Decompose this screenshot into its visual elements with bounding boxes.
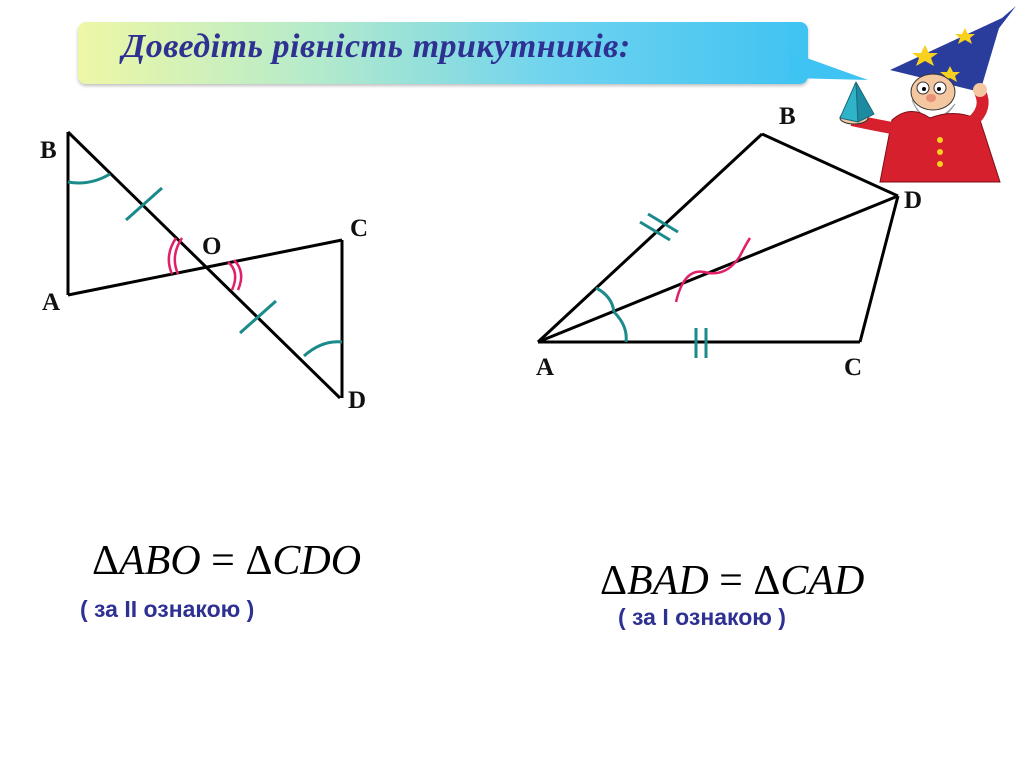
vertex-label-b-right: B — [779, 103, 796, 130]
vertex-label-a-right: A — [536, 354, 555, 381]
delta-symbol: Δ — [245, 538, 273, 584]
pyramid-icon — [839, 81, 875, 123]
wizard-mascot-icon — [839, 6, 1016, 183]
delta-symbol: Δ — [753, 558, 781, 604]
right-criterion-note: ( за І ознакою ) — [618, 604, 786, 630]
right-quadrilateral-diagram — [536, 132, 900, 358]
vertex-label-b-left: B — [40, 137, 57, 164]
left-triangles-diagram — [66, 130, 344, 400]
vertex-label-c-left: C — [350, 215, 369, 242]
delta-symbol: Δ — [600, 558, 628, 604]
vertex-label-d-left: D — [348, 387, 367, 414]
equals-sign: = — [211, 538, 235, 584]
formula-lhs: BAD — [627, 558, 709, 604]
left-equality-formula: ΔABO = ΔCDO — [92, 540, 361, 582]
formula-lhs: ABO — [119, 538, 201, 584]
page-title: Доведіть рівність трикутників: — [122, 28, 631, 65]
formula-rhs: CDO — [272, 538, 362, 584]
title-banner — [78, 22, 808, 84]
formula-rhs: CAD — [780, 558, 865, 604]
speech-bubble-tail — [790, 52, 868, 80]
vertex-label-o: O — [202, 233, 222, 260]
vertex-label-c-right: C — [844, 354, 863, 381]
vertex-label-d-right: D — [904, 187, 923, 214]
vertex-label-a-left: A — [42, 289, 61, 316]
delta-symbol: Δ — [92, 538, 120, 584]
equals-sign: = — [719, 558, 743, 604]
left-criterion-note: ( за ІІ ознакою ) — [80, 596, 255, 622]
right-equality-formula: ΔBAD = ΔCAD — [600, 560, 864, 602]
